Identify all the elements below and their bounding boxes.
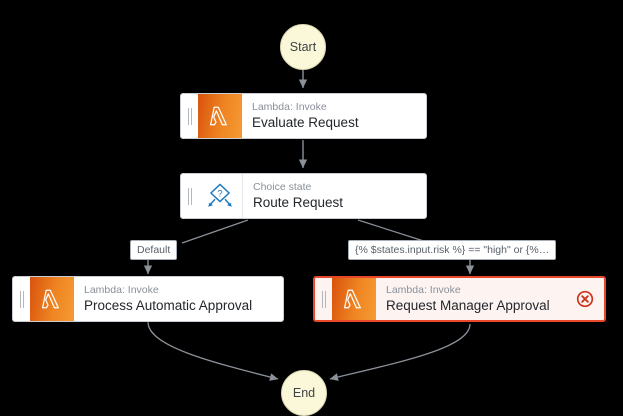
node-subtitle: Lambda: Invoke xyxy=(386,284,461,296)
drag-handle[interactable] xyxy=(13,277,30,321)
edge-route-to-condition-label xyxy=(357,219,431,244)
start-node[interactable]: Start xyxy=(280,24,326,70)
lambda-icon xyxy=(30,277,74,321)
node-labels: Lambda: Invoke Evaluate Request xyxy=(242,94,426,138)
lambda-icon xyxy=(198,94,242,138)
lambda-icon xyxy=(332,278,376,320)
edge-route-to-default-label xyxy=(181,219,249,244)
node-title: Route Request xyxy=(253,195,344,210)
end-node-label: End xyxy=(292,386,316,400)
error-badge[interactable] xyxy=(576,278,604,320)
node-title: Process Automatic Approval xyxy=(84,298,253,313)
node-title: Evaluate Request xyxy=(252,115,359,130)
node-labels: Lambda: Invoke Request Manager Approval xyxy=(376,278,576,320)
choice-diamond-icon: ? xyxy=(198,174,243,218)
node-subtitle: Lambda: Invoke xyxy=(84,284,159,296)
node-labels: Lambda: Invoke Process Automatic Approva… xyxy=(74,277,283,321)
state-node-request-manager-approval[interactable]: Lambda: Invoke Request Manager Approval xyxy=(313,276,606,322)
state-node-process-automatic-approval[interactable]: Lambda: Invoke Process Automatic Approva… xyxy=(12,276,284,322)
drag-handle[interactable] xyxy=(181,174,198,218)
state-node-route-request[interactable]: ? Choice state Route Request xyxy=(180,173,427,219)
edge-process-to-end xyxy=(147,321,279,381)
node-title: Request Manager Approval xyxy=(386,298,550,313)
node-subtitle: Lambda: Invoke xyxy=(252,101,327,113)
svg-text:?: ? xyxy=(217,188,222,199)
edge-label-condition[interactable]: {% $states.input.risk %} == "high" or {%… xyxy=(348,240,557,260)
node-subtitle: Choice state xyxy=(253,181,312,193)
edge-label-default[interactable]: Default xyxy=(130,240,178,260)
state-node-evaluate-request[interactable]: Lambda: Invoke Evaluate Request xyxy=(180,93,427,139)
error-circle-icon xyxy=(576,290,594,308)
node-labels: Choice state Route Request xyxy=(243,174,426,218)
drag-handle[interactable] xyxy=(181,94,198,138)
edge-request-manager-to-end xyxy=(329,323,471,381)
start-node-label: Start xyxy=(289,40,317,54)
drag-handle[interactable] xyxy=(315,278,332,320)
end-node[interactable]: End xyxy=(281,370,327,416)
